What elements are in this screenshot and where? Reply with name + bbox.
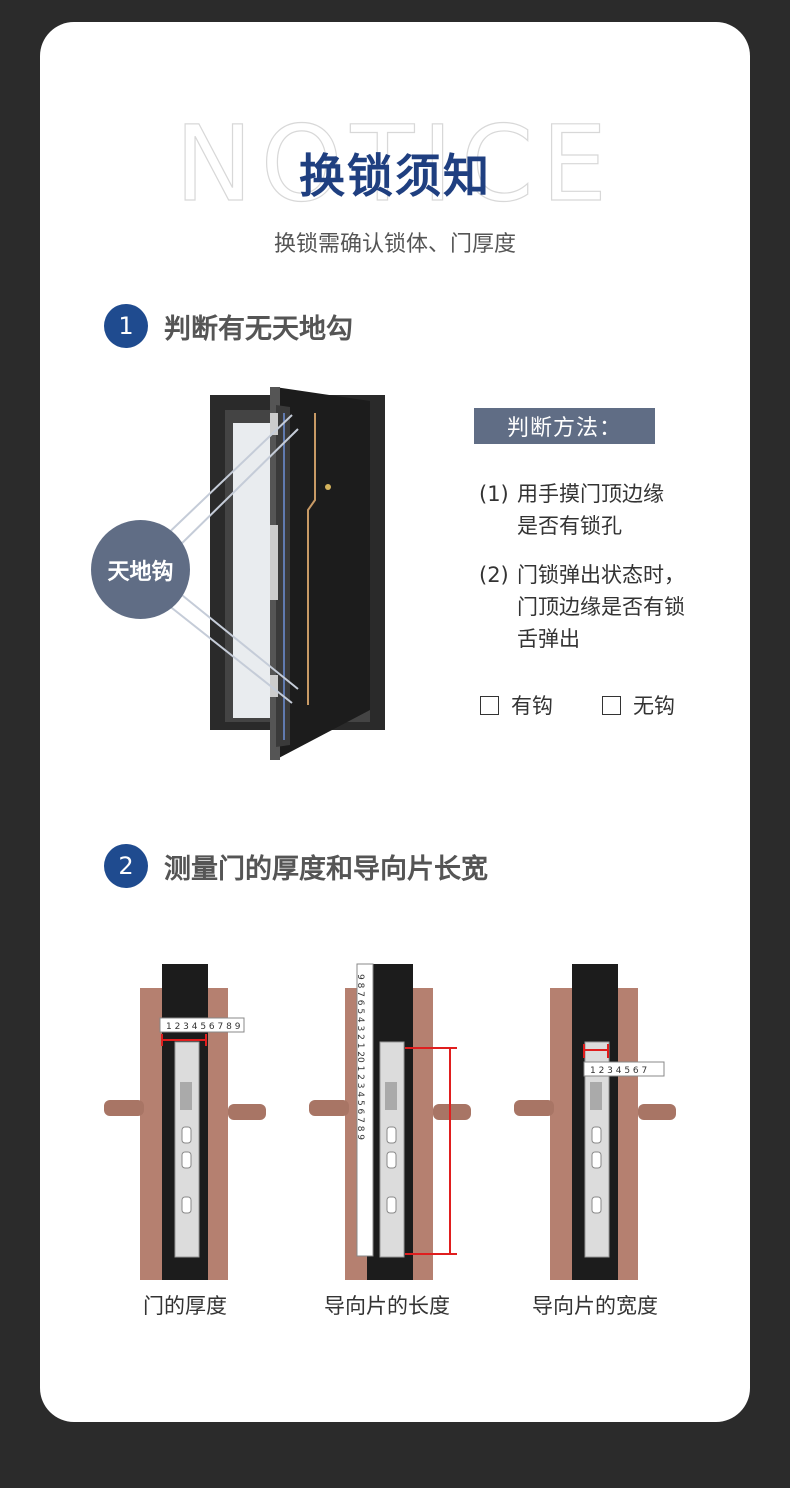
section-number-2: 2: [104, 844, 148, 888]
door-edge-strip: [276, 405, 290, 747]
ruler-horizontal: [159, 1017, 245, 1033]
option-no-hook-label: 无钩: [633, 694, 675, 718]
method-label: 判断方法：: [474, 408, 655, 444]
section-number-1: 1: [104, 304, 148, 348]
bottom-hook-plate: [270, 675, 278, 697]
step-2-line-3: 舌弹出: [517, 627, 580, 651]
pointer-line-top-2: [171, 428, 299, 554]
lever-right: [228, 1104, 266, 1120]
caption-faceplate-width: 导向片的宽度: [532, 1294, 658, 1318]
option-has-hook-label: 有钩: [511, 694, 553, 718]
step-2-line-2: 门顶边缘是否有锁: [517, 595, 685, 619]
latch: [590, 1082, 602, 1110]
lever-left: [104, 1100, 144, 1116]
pointer-line-top-1: [157, 414, 293, 544]
faceplate: [379, 1041, 405, 1258]
bolt-1: [591, 1126, 602, 1144]
bolt-3: [591, 1196, 602, 1214]
ruler-w-ticks: 1 2 3 4 5 6 7: [590, 1066, 647, 1076]
hook-badge-label: 天地钩: [107, 559, 174, 585]
latch: [385, 1082, 397, 1110]
bolt-3: [181, 1196, 192, 1214]
bolt-1: [386, 1126, 397, 1144]
door-illustration: [157, 387, 385, 760]
checkbox-no-hook[interactable]: [602, 695, 621, 715]
step-1-line-2: 是否有锁孔: [517, 514, 622, 538]
caption-faceplate-length: 导向片的长度: [324, 1294, 450, 1318]
section-1-header: 1 判断有无天地勾: [104, 304, 353, 348]
faceplate: [174, 1041, 200, 1258]
ruler-vertical: [356, 963, 374, 1257]
step-1-number: (1): [479, 482, 509, 506]
lock-plate: [270, 525, 278, 600]
lever-right: [638, 1104, 676, 1120]
step-2-number: (2): [479, 563, 509, 587]
section-2-title: 测量门的厚度和导向片长宽: [164, 853, 488, 885]
bolt-2: [181, 1151, 192, 1169]
ruler-horizontal: [583, 1061, 665, 1077]
door-leaf: [275, 387, 370, 760]
pointer-line-bottom-2: [171, 586, 299, 690]
lever-left: [309, 1100, 349, 1116]
checkbox-has-hook[interactable]: [480, 695, 499, 715]
ruler-v-ticks: 9 8 7 6 5 4 3 2 1 20 1 2 3 4 5 6 7 8 9: [355, 974, 365, 1140]
top-hook-plate: [270, 413, 278, 435]
caption-door-thickness: 门的厚度: [143, 1294, 227, 1318]
lock-diagram-width: 1 2 3 4 5 6 7: [514, 964, 676, 1280]
lock-diagram-length: 9 8 7 6 5 4 3 2 1 20 1 2 3 4 5 6 7 8 9: [309, 963, 471, 1280]
bolt-2: [386, 1151, 397, 1169]
pointer-line-bottom-1: [157, 596, 293, 704]
option-no-hook[interactable]: 无钩: [602, 690, 675, 720]
notice-background-word: NOTICE: [174, 103, 616, 225]
hook-badge: 天地钩: [91, 520, 190, 619]
faceplate: [584, 1041, 610, 1258]
page-title: 换锁须知: [299, 149, 491, 203]
door-handle-dot: [325, 484, 331, 490]
bolt-1: [181, 1126, 192, 1144]
door-trim-line: [307, 413, 316, 705]
latch: [180, 1082, 192, 1110]
section-1-title: 判断有无天地勾: [164, 313, 353, 345]
lock-diagram-thickness: 1 2 3 4 5 6 7 8 9: [104, 964, 266, 1280]
bolt-3: [386, 1196, 397, 1214]
bolt-2: [591, 1151, 602, 1169]
page-subtitle: 换锁需确认锁体、门厚度: [273, 232, 516, 257]
lever-right: [433, 1104, 471, 1120]
option-has-hook[interactable]: 有钩: [480, 690, 553, 720]
step-1-line-1: 用手摸门顶边缘: [517, 482, 664, 506]
section-2-header: 2 测量门的厚度和导向片长宽: [104, 844, 488, 888]
lever-left: [514, 1100, 554, 1116]
ruler-h-ticks: 1 2 3 4 5 6 7 8 9: [166, 1022, 241, 1032]
step-2-line-1: 门锁弹出状态时，: [517, 563, 685, 587]
